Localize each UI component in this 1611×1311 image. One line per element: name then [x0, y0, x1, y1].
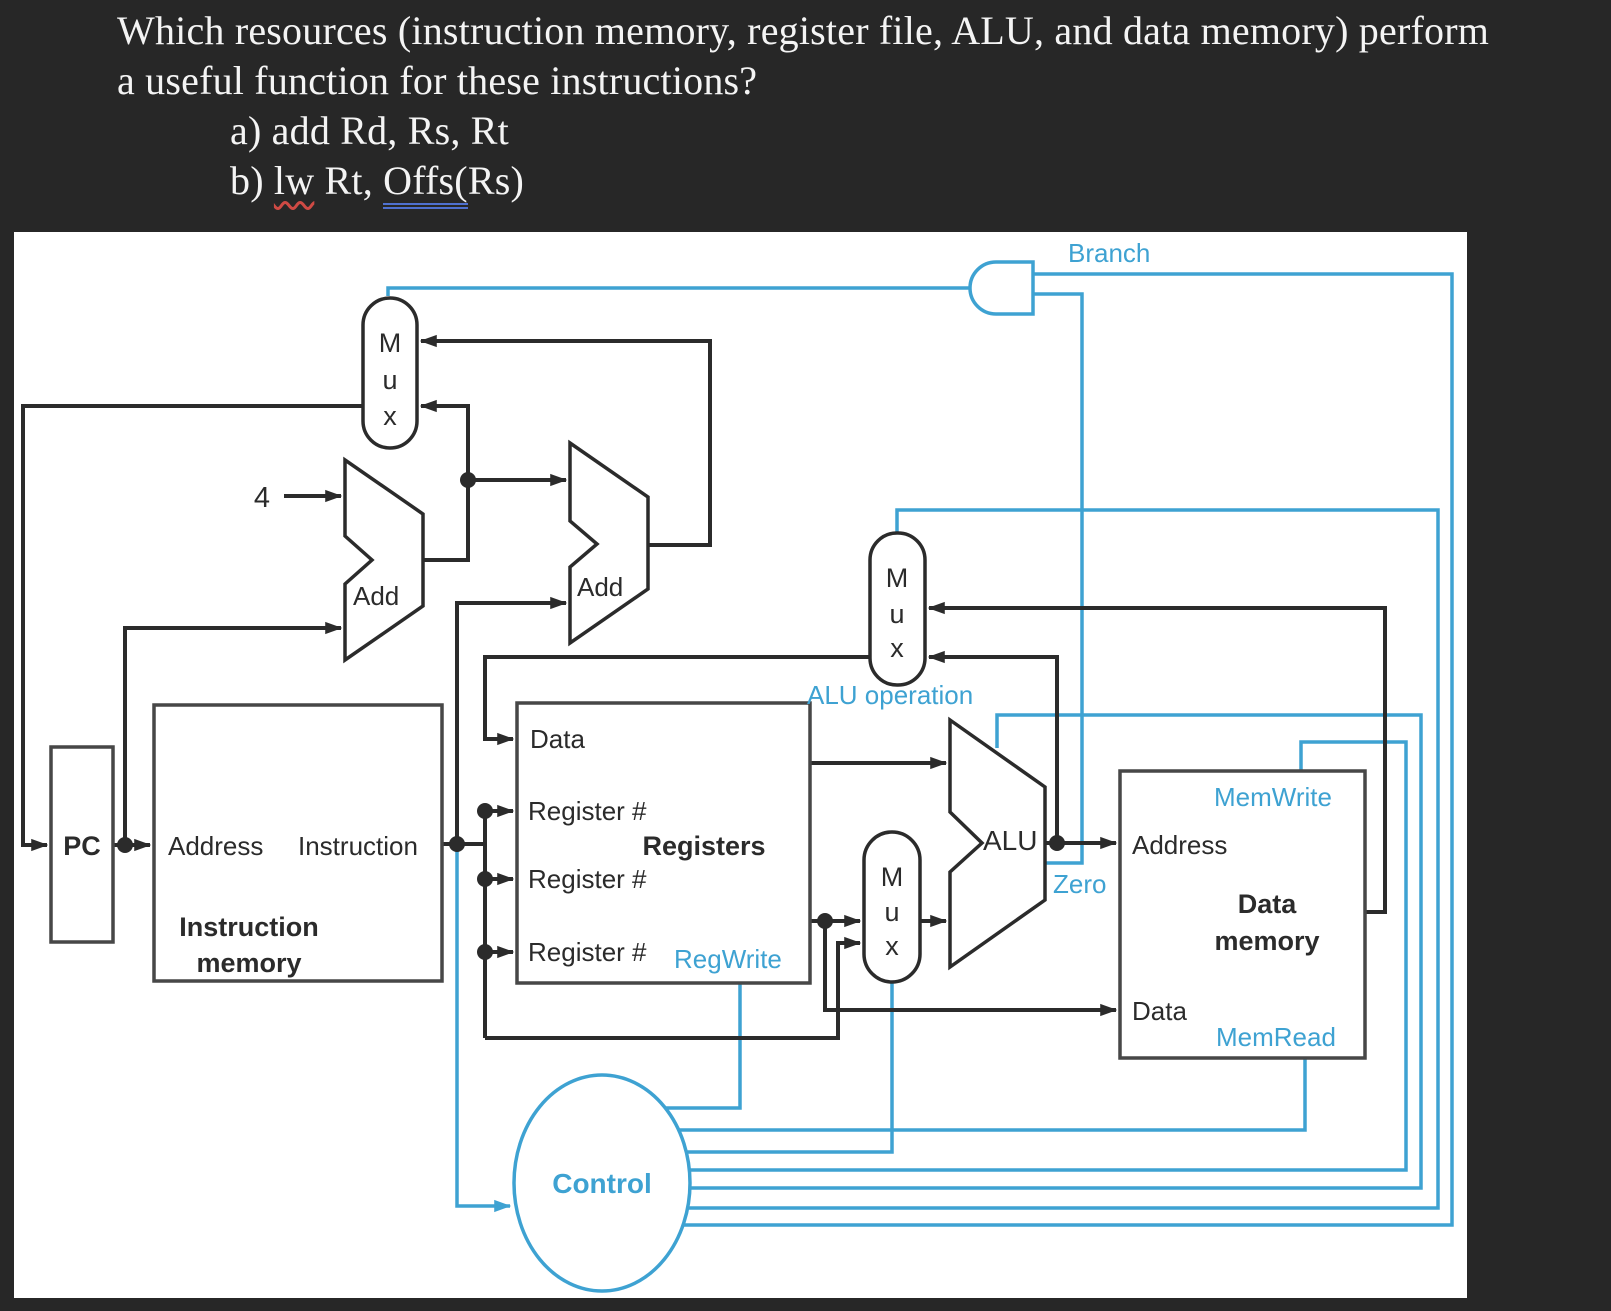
memwrite-label: MemWrite [1214, 782, 1332, 812]
wire-readdata2-to-dmem [823, 921, 1118, 1017]
imem-address-label: Address [168, 831, 263, 861]
wire-pcsrc-to-pc [21, 404, 363, 852]
four-constant-label: 4 [254, 482, 270, 514]
mux-memtoreg-letter-u: u [889, 599, 904, 629]
add1-adder [343, 456, 425, 664]
question-line-1: Which resources (instruction memory, reg… [117, 8, 1490, 53]
wire-pcsrc-select [386, 286, 970, 296]
registers-data-label: Data [530, 724, 585, 754]
question-item-a: a) add Rd, Rs, Rt [230, 108, 509, 153]
wire-pc-to-add1 [123, 621, 343, 845]
wire-writeback-to-registers [483, 655, 870, 746]
junction-pc-out [117, 837, 133, 853]
junction-regnum2 [477, 871, 493, 887]
wire-memtoreg-select [688, 508, 1440, 1210]
mux-pcsrc-letter-u: u [382, 365, 397, 395]
question-line-2: a useful function for these instructions… [117, 58, 758, 103]
control-label: Control [552, 1168, 652, 1199]
wire-control-input [455, 845, 512, 1213]
wire-branch [683, 272, 1454, 1227]
wire-aluresult-feedback [927, 650, 1059, 843]
junction-readdata2 [817, 913, 833, 929]
item-b-suffix: Rs) [467, 158, 524, 203]
pc-label: PC [63, 831, 101, 861]
imem-title-line2: memory [196, 948, 301, 978]
wire-zero [1033, 292, 1084, 865]
regwrite-label: RegWrite [674, 944, 782, 974]
wire-regwrite [665, 984, 742, 1110]
question-block: Which resources (instruction memory, reg… [117, 6, 1577, 209]
dmem-title-line2: memory [1214, 926, 1319, 956]
dmem-title-line1: Data [1238, 889, 1298, 919]
mux-memtoreg [868, 531, 927, 687]
mux-pcsrc-letter-m: M [379, 328, 402, 358]
wire-offset-to-alusrcmux [485, 936, 862, 1040]
imem-instruction-label: Instruction [298, 831, 418, 861]
item-b-offs-grammar: Offs( [383, 158, 468, 209]
wire-alusrc-select [686, 983, 894, 1154]
registers-title: Registers [642, 831, 765, 861]
branch-label: Branch [1068, 238, 1150, 268]
zero-label: Zero [1053, 869, 1106, 899]
mux-memtoreg-letter-x: x [890, 633, 904, 663]
question-item-b: b) lw Rt, Offs(Rs) [230, 156, 1577, 209]
alu-label: ALU [983, 825, 1037, 856]
wire-offset-to-add2 [455, 596, 568, 844]
pc-box [49, 745, 115, 944]
mux-alusrc [862, 830, 922, 984]
junction-aluresult [1049, 835, 1065, 851]
dmem-data-label: Data [1132, 996, 1187, 1026]
add2-adder [568, 439, 650, 647]
mux-alusrc-letter-m: M [881, 862, 904, 892]
add2-label: Add [577, 572, 623, 602]
item-b-lw-misspelled: lw [273, 158, 315, 203]
junction-regnum1 [477, 803, 493, 819]
registers-regnum3-label: Register # [528, 937, 647, 967]
junction-instruction [449, 836, 465, 852]
dmem-address-label: Address [1132, 830, 1227, 860]
mux-alusrc-letter-u: u [884, 897, 899, 927]
data-memory-box [1118, 769, 1367, 1060]
imem-title-line1: Instruction [179, 912, 319, 942]
mux-pcsrc-letter-x: x [383, 401, 397, 431]
mux-pcsrc [361, 296, 419, 450]
junction-pc4 [460, 472, 476, 488]
registers-box [515, 701, 812, 985]
item-b-middle: Rt, [314, 158, 384, 203]
memread-label: MemRead [1216, 1022, 1336, 1052]
wire-memwrite [689, 740, 1408, 1172]
control-unit [512, 1073, 692, 1293]
registers-regnum2-label: Register # [528, 864, 647, 894]
wire-add2-to-mux [419, 334, 712, 547]
wire-memread [679, 1058, 1307, 1132]
junction-regnum3 [477, 944, 493, 960]
mux-alusrc-letter-x: x [885, 931, 899, 961]
alu-operation-label: ALU operation [807, 680, 973, 710]
mux-memtoreg-letter-m: M [886, 563, 909, 593]
registers-regnum1-label: Register # [528, 796, 647, 826]
alu-shape [948, 716, 1047, 971]
add1-label: Add [353, 581, 399, 611]
wire-alu-operation [690, 713, 1423, 1190]
item-b-prefix: b) [230, 158, 274, 203]
instruction-memory-box [152, 703, 444, 983]
branch-and-gate [968, 260, 1035, 316]
wire-memdata-to-mux [927, 601, 1387, 914]
